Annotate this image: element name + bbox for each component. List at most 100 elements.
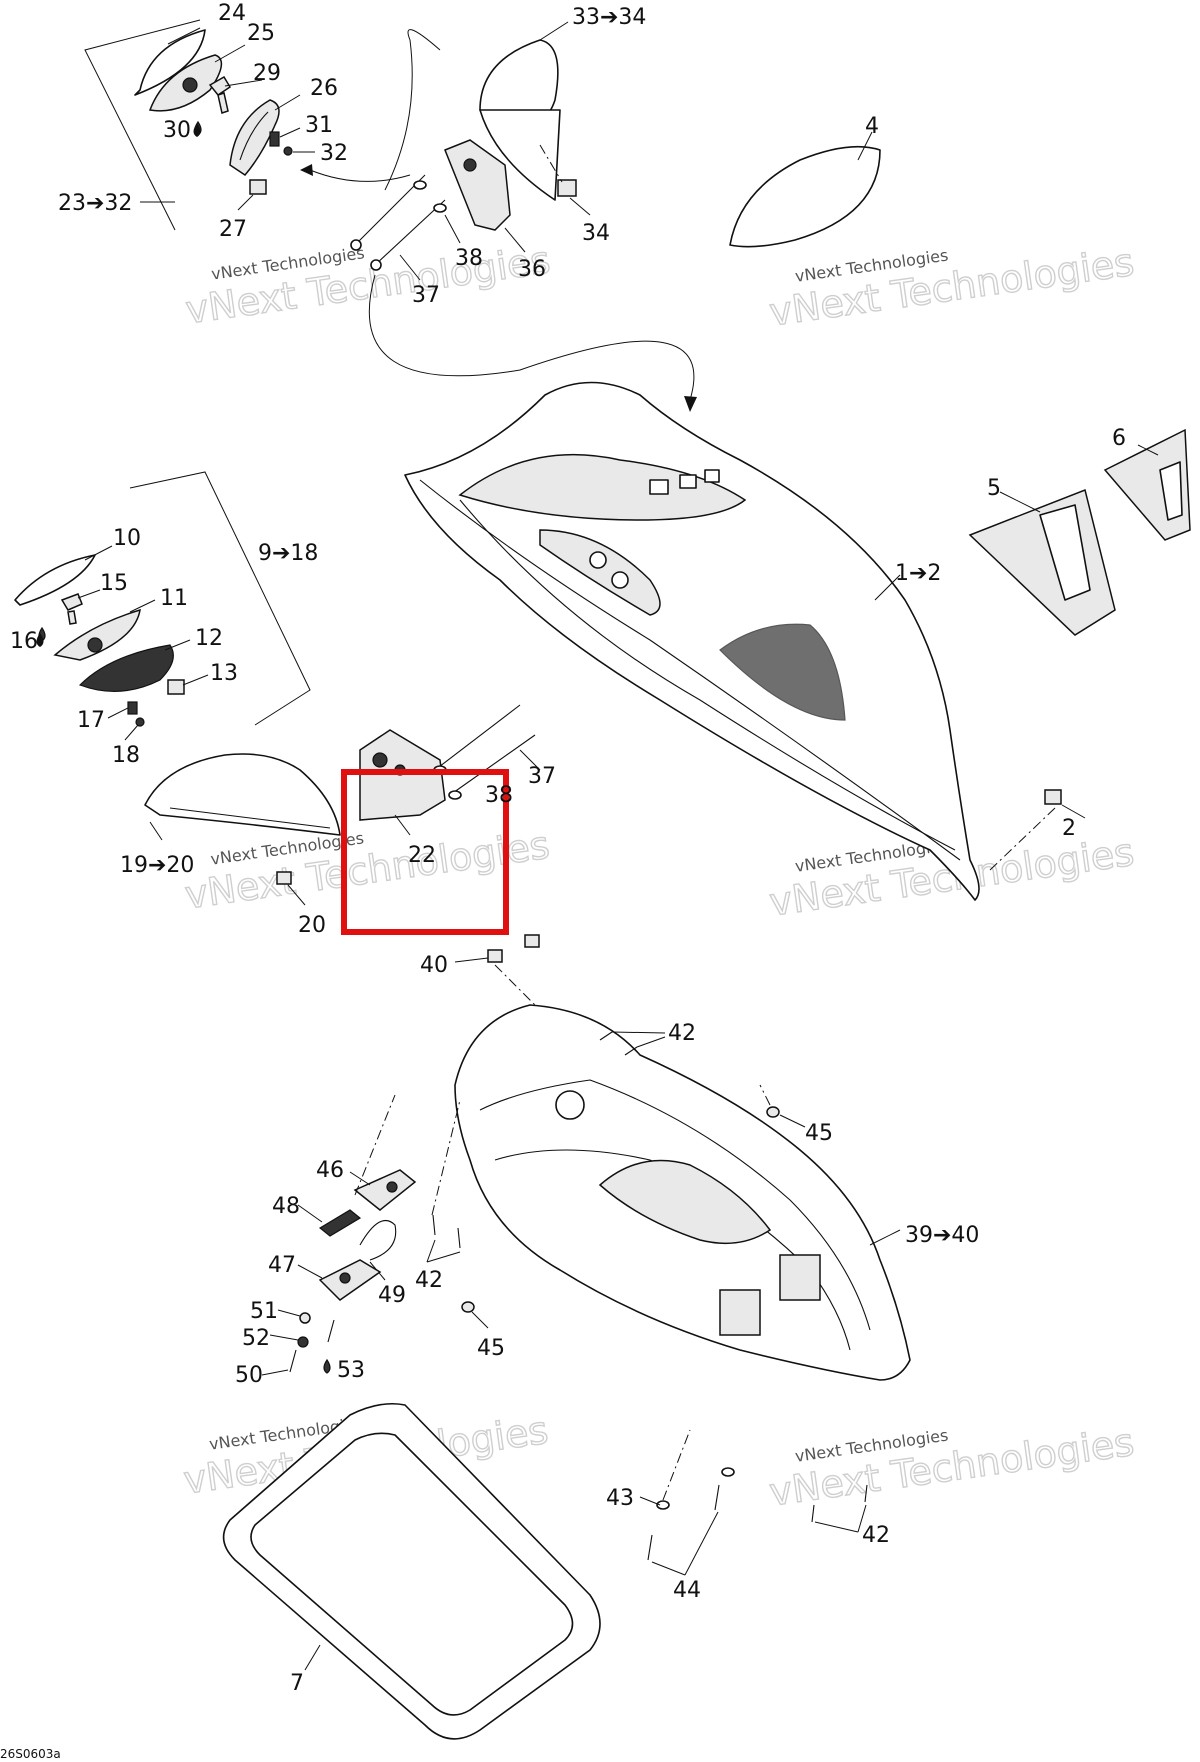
mirror-pivot xyxy=(87,637,103,653)
leader-10 xyxy=(84,545,113,561)
leader-42b2 xyxy=(426,1251,461,1263)
leader-42c xyxy=(814,1521,859,1533)
steering-cavity xyxy=(719,623,846,721)
callout-7: 7 xyxy=(290,1671,304,1696)
leader-27 xyxy=(237,194,254,211)
mirror-assembly-left xyxy=(14,471,311,741)
washer-38a xyxy=(413,180,427,190)
alignment-line xyxy=(431,1099,461,1216)
callout-38b: 38 xyxy=(485,783,513,808)
watermark-outline-text: vNext Technologies xyxy=(182,823,552,918)
fastener-2 xyxy=(1044,789,1062,805)
vent-5 xyxy=(968,488,1116,636)
leader-33-34 xyxy=(539,21,569,41)
spring-31 xyxy=(269,131,280,147)
leader-1-2 xyxy=(874,574,901,601)
callout-29: 29 xyxy=(253,61,281,86)
callout-38: 38 xyxy=(455,246,483,271)
callout-12: 12 xyxy=(195,626,223,651)
leader-19-20 xyxy=(149,821,163,841)
leader-36 xyxy=(504,227,526,253)
washer-43a xyxy=(656,1500,670,1510)
leader-6 xyxy=(1137,444,1159,456)
leader-47 xyxy=(297,1264,323,1279)
watermark-outline-text: vNext Technologies xyxy=(183,238,553,333)
alignment-line xyxy=(989,807,1056,871)
washer-38b xyxy=(433,203,447,213)
leader-20 xyxy=(287,884,306,906)
vent-5-window xyxy=(1039,504,1091,601)
cover-4 xyxy=(729,131,881,248)
mirror-housing-12 xyxy=(78,644,174,692)
callout-37: 37 xyxy=(412,283,440,308)
alignment-line xyxy=(354,1094,396,1196)
screw-42b xyxy=(624,1046,638,1056)
callout-20: 20 xyxy=(298,913,326,938)
washer-51 xyxy=(299,1312,311,1324)
assembly-arrow-head xyxy=(684,396,697,412)
leader-24 xyxy=(167,27,201,45)
drop-icon xyxy=(193,123,201,137)
gauge-slot-a xyxy=(649,479,669,495)
lever-48 xyxy=(318,1209,362,1237)
callout-11: 11 xyxy=(160,586,188,611)
storage-lid-recess xyxy=(598,1159,772,1245)
callout-45b: 45 xyxy=(477,1336,505,1361)
arrow-head xyxy=(300,164,313,176)
callout-30: 30 xyxy=(163,118,191,143)
callout-31: 31 xyxy=(305,113,333,138)
nut-20 xyxy=(276,871,292,885)
callout-23-32: 23➔32 xyxy=(58,191,132,216)
callout-36: 36 xyxy=(518,257,546,282)
mirror-pivot xyxy=(182,77,198,93)
gauge-slot-b xyxy=(679,474,697,489)
callout-32: 32 xyxy=(320,141,348,166)
spring-49 xyxy=(359,1220,397,1261)
screw-15 xyxy=(60,593,83,625)
bolt-37a xyxy=(354,174,426,246)
mirror-base-11 xyxy=(53,608,141,661)
alignment-line xyxy=(759,1084,771,1106)
figure-code: 26S0603a xyxy=(0,1747,61,1761)
leader-40 xyxy=(454,957,489,963)
highlight-box xyxy=(341,769,509,935)
bracket-curve xyxy=(384,29,441,191)
leader-52 xyxy=(269,1334,299,1341)
leader-48 xyxy=(297,1204,323,1223)
callout-22: 22 xyxy=(408,843,436,868)
callout-50: 50 xyxy=(235,1363,263,1388)
arrow-line xyxy=(309,169,411,182)
nut-34 xyxy=(557,179,577,197)
bolt-head xyxy=(370,259,382,271)
leader-22 xyxy=(394,814,411,836)
nut-27 xyxy=(249,179,267,195)
group-bracket-9-18 xyxy=(129,471,311,726)
callout-33-34: 33➔34 xyxy=(572,5,646,30)
cover-19-shape xyxy=(144,753,341,836)
washer-38d xyxy=(448,790,462,800)
threadlock-drop-53 xyxy=(323,1358,331,1374)
watermark-outline-text: vNext Technologies xyxy=(767,1420,1137,1515)
callout-52: 52 xyxy=(242,1326,270,1351)
callout-25: 25 xyxy=(247,21,275,46)
bracket-36 xyxy=(444,139,511,231)
callout-19-20: 19➔20 xyxy=(120,853,194,878)
callout-9-18: 9➔18 xyxy=(258,541,318,566)
callout-17: 17 xyxy=(77,708,105,733)
clip-40a xyxy=(487,949,503,963)
callout-6: 6 xyxy=(1112,426,1126,451)
nut-52 xyxy=(297,1336,309,1348)
nut-45b xyxy=(461,1301,475,1313)
cover-4-shape xyxy=(729,145,881,248)
washer-18 xyxy=(135,717,145,727)
leader-26 xyxy=(274,94,301,111)
leader-37 xyxy=(399,254,421,281)
alignment-line xyxy=(662,1429,691,1501)
callout-46: 46 xyxy=(316,1158,344,1183)
alignment-line xyxy=(494,964,561,1031)
callout-37b: 37 xyxy=(528,764,556,789)
leader-39-40 xyxy=(869,1229,901,1246)
hull-inner-edge xyxy=(419,479,961,861)
callout-16: 16 xyxy=(10,629,38,654)
leader-51 xyxy=(277,1309,301,1317)
